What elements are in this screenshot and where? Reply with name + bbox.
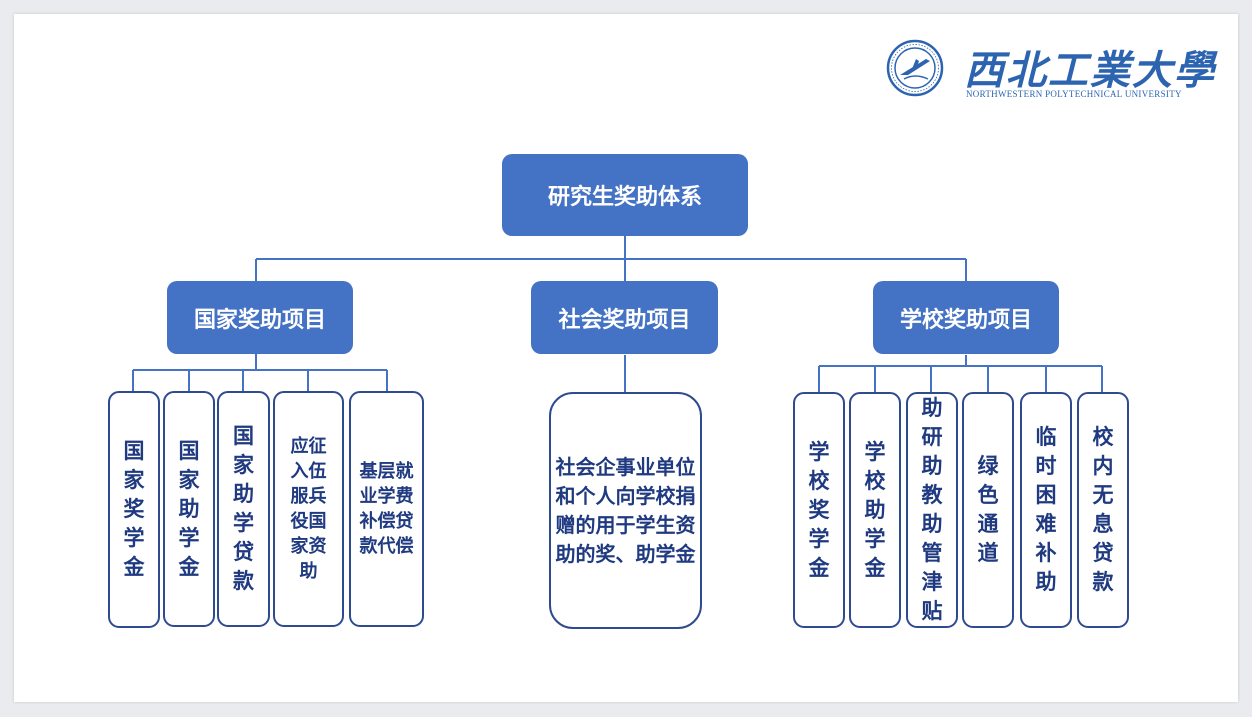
leaf-military-service-aid: 应征入伍服兵役国家资助	[273, 391, 344, 627]
leaf-school-scholarship: 学校奖学金	[793, 392, 845, 628]
category-school: 学校奖助项目	[873, 281, 1059, 354]
university-name-en: NORTHWESTERN POLYTECHNICAL UNIVERSITY	[966, 89, 1182, 99]
university-seal-icon	[886, 39, 944, 97]
category-national: 国家奖助项目	[167, 281, 353, 354]
leaf-national-scholarship: 国家奖学金	[108, 391, 160, 628]
leaf-interest-free-loan: 校内无息贷款	[1077, 392, 1129, 628]
root-node: 研究生奖助体系	[502, 154, 748, 236]
leaf-green-channel: 绿色通道	[962, 392, 1014, 628]
category-social: 社会奖助项目	[531, 281, 718, 354]
leaf-grassroots-employment-compensation: 基层就业学费补偿贷款代偿	[349, 391, 424, 627]
leaf-assistantship-allowance: 助研助教助管津贴	[906, 392, 958, 628]
leaf-social-donations: 社会企事业单位和个人向学校捐赠的用于学生资助的奖、助学金	[549, 392, 702, 629]
leaf-school-grant: 学校助学金	[849, 392, 901, 628]
leaf-national-grant: 国家助学金	[163, 391, 215, 627]
university-name-cn: 西北工業大學	[964, 47, 1216, 94]
leaf-national-student-loan: 国家助学贷款	[217, 391, 270, 627]
leaf-temporary-hardship-subsidy: 临时困难补助	[1020, 392, 1072, 628]
